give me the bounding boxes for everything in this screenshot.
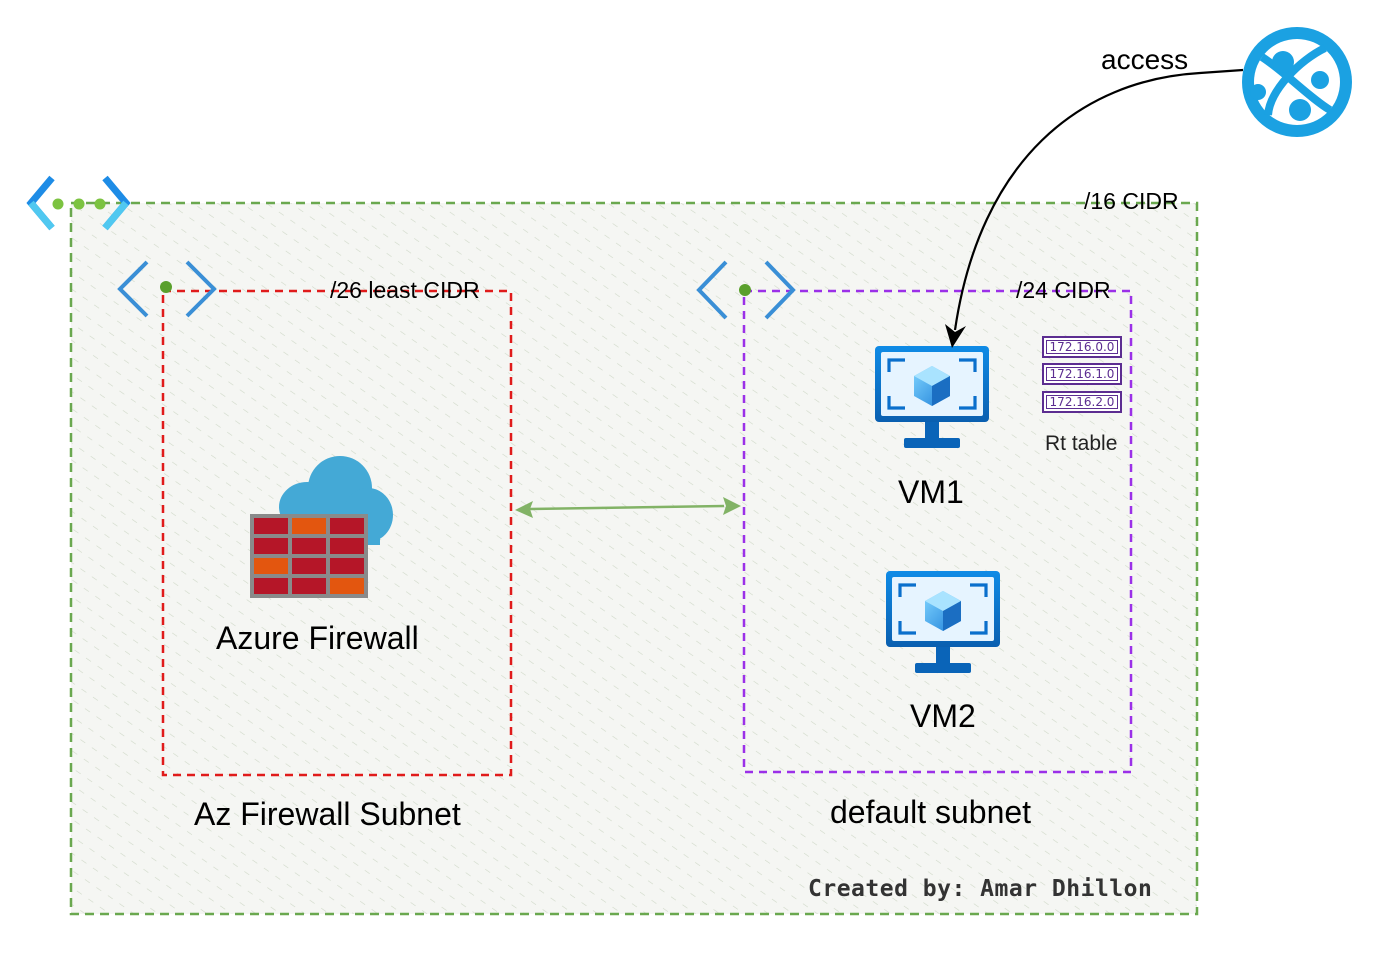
- azure-firewall-label: Azure Firewall: [216, 620, 419, 656]
- vm1-label: VM1: [898, 474, 964, 510]
- vnet-container: [69, 201, 1199, 916]
- route-table-label: Rt table: [1045, 432, 1118, 455]
- subnet-connection-arrow: [515, 497, 741, 518]
- access-label: access: [1101, 44, 1189, 75]
- route-entry: 172.16.0.0: [1042, 336, 1122, 358]
- web-globe-icon[interactable]: [1242, 27, 1352, 137]
- subnet-icon: [117, 260, 217, 318]
- firewall-icon: [250, 456, 393, 598]
- vm2-label: VM2: [910, 698, 976, 734]
- subnet-icon: [696, 260, 796, 320]
- route-entry: 172.16.1.0: [1042, 363, 1122, 385]
- firewall-subnet-name: Az Firewall Subnet: [194, 796, 461, 832]
- access-arrow: [945, 68, 1244, 348]
- vnet-cidr-label: /16 CIDR: [1084, 188, 1179, 214]
- vnet-icon: [26, 175, 131, 231]
- credit-text: Created by: Amar Dhillon: [808, 876, 1153, 902]
- firewall-subnet-box: [161, 289, 513, 777]
- default-subnet-cidr-label: /24 CIDR: [1016, 277, 1111, 303]
- firewall-subnet-cidr-label: /26 least CIDR: [330, 277, 480, 303]
- route-entry: 172.16.2.0: [1042, 391, 1122, 413]
- default-subnet-name: default subnet: [830, 794, 1032, 830]
